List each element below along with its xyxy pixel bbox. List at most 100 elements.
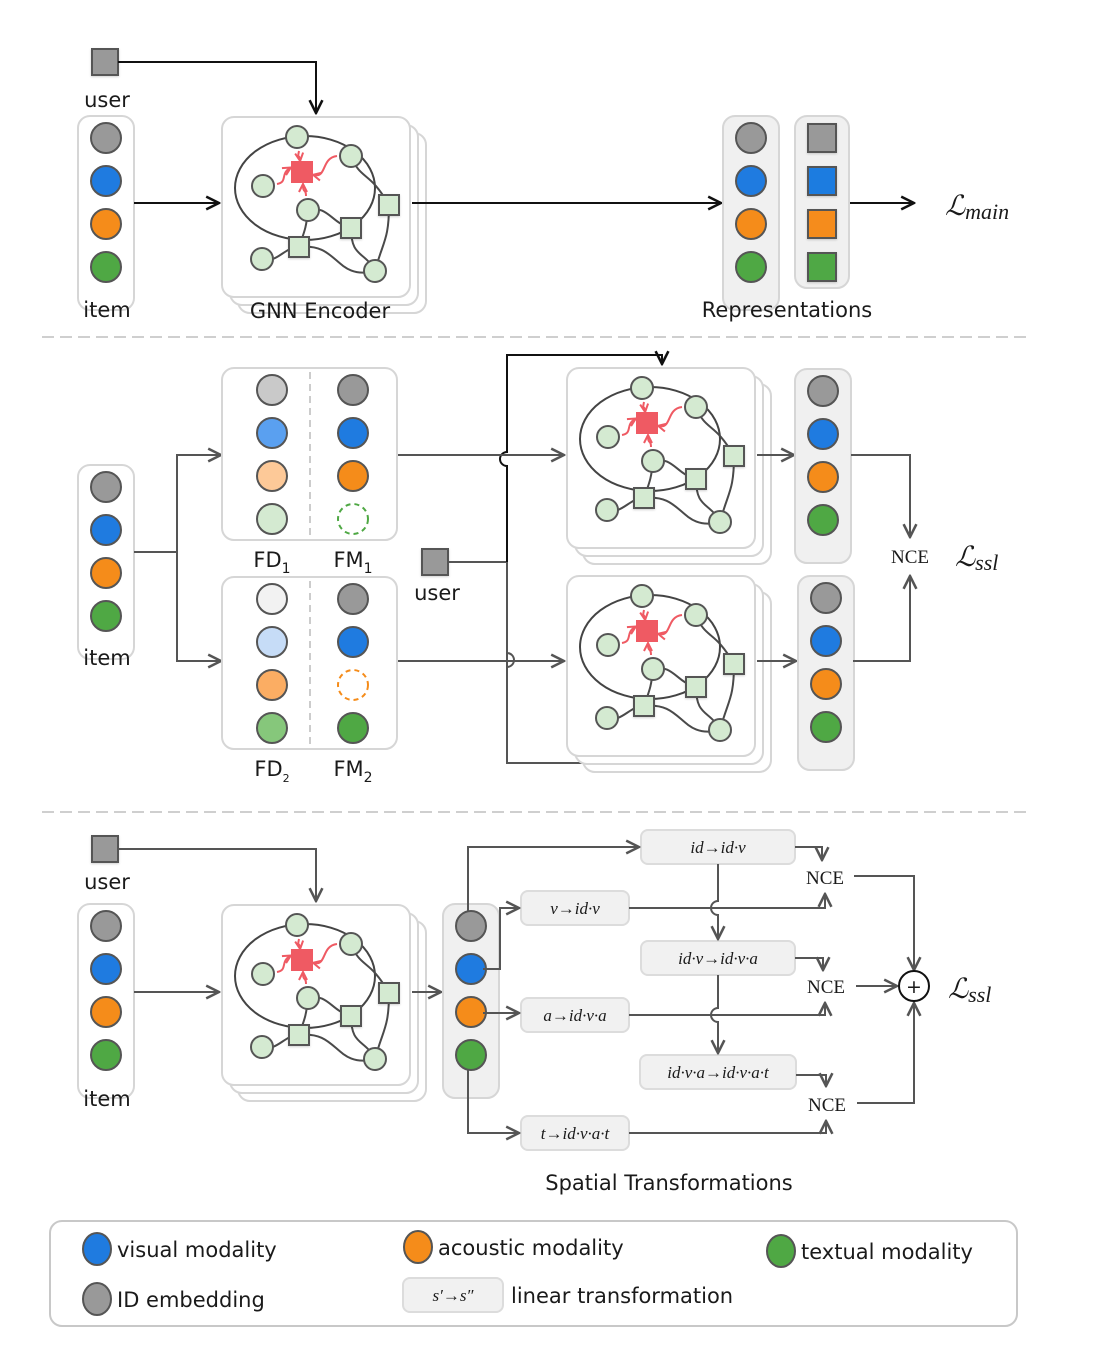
user-node bbox=[421, 548, 449, 576]
graph-item-node bbox=[630, 584, 654, 608]
linear-transformation-legend-swatch bbox=[402, 1277, 504, 1313]
graph-item-node bbox=[708, 510, 732, 534]
graph-user-node bbox=[633, 695, 655, 717]
textual-to-transform-arrow bbox=[467, 1070, 519, 1133]
item-embeddings bbox=[77, 115, 135, 311]
t-to-nce-arrow bbox=[629, 1121, 826, 1133]
graph-user-node bbox=[340, 1005, 362, 1027]
textual-modality-node bbox=[735, 251, 767, 283]
message-passing-edge bbox=[314, 943, 338, 963]
view2-representations bbox=[797, 575, 855, 771]
user-trunk-bridge bbox=[506, 562, 515, 669]
linear-transformation-label: id·v→id·v·a bbox=[678, 949, 758, 968]
nce-label: NCE bbox=[807, 977, 845, 998]
target-user-node bbox=[291, 161, 313, 183]
item-representations bbox=[722, 115, 780, 311]
nce-label: NCE bbox=[808, 1095, 846, 1116]
masked-modality-node bbox=[337, 669, 369, 701]
view2-augmentation bbox=[221, 576, 398, 750]
fm2-label: FM2 bbox=[333, 757, 372, 786]
id-legend-swatch bbox=[82, 1282, 112, 1316]
graph-item-node bbox=[285, 913, 309, 937]
user-node bbox=[91, 48, 119, 76]
visual-modality-node bbox=[455, 953, 487, 985]
feature-masking-node bbox=[337, 712, 369, 744]
target-user-node bbox=[291, 949, 313, 971]
idva-to-nce-arrow bbox=[795, 958, 823, 970]
feature-dropout-node bbox=[256, 417, 288, 449]
message-passing-edge bbox=[621, 419, 635, 436]
visual-modality-node bbox=[807, 166, 837, 196]
user-to-encoder-arrow bbox=[118, 848, 316, 901]
id-embedding-node bbox=[807, 123, 837, 153]
feature-masking-node bbox=[337, 460, 369, 492]
transform-id-v: id→id·v bbox=[640, 829, 796, 865]
id-embedding-node bbox=[90, 910, 122, 942]
graph-item-node bbox=[684, 603, 708, 627]
message-passing-edge bbox=[648, 644, 651, 656]
linear-transformation-label: id→id·v bbox=[690, 838, 746, 857]
nce-label: NCE bbox=[806, 868, 844, 889]
item-embeddings bbox=[77, 903, 135, 1099]
graph-item-node bbox=[250, 247, 274, 271]
textual-modality-node bbox=[807, 504, 839, 536]
panel-ssl-spatial-transform: useritemv→id·va→id·v·at→id·v·a·tid→id·vi… bbox=[77, 829, 991, 1195]
transform-v: v→id·v bbox=[520, 890, 630, 926]
linear-transformation-legend-label: linear transformation bbox=[511, 1284, 733, 1308]
feature-dropout-node bbox=[256, 460, 288, 492]
id-to-chain-arrow bbox=[467, 847, 639, 912]
message-passing-edge bbox=[643, 609, 645, 619]
message-passing-edge bbox=[298, 938, 300, 948]
graph-item-node bbox=[363, 259, 387, 283]
graph-item-node bbox=[595, 498, 619, 522]
fd1-label: FD1 bbox=[253, 548, 290, 577]
idvat-to-nce-arrow bbox=[796, 1075, 826, 1086]
acoustic-modality-node bbox=[90, 557, 122, 589]
graph-item-node bbox=[250, 1035, 274, 1059]
id-legend-label: ID embedding bbox=[117, 1288, 265, 1312]
gnn-encoder bbox=[221, 116, 427, 314]
feature-masking-node bbox=[337, 583, 369, 615]
message-passing-edge bbox=[621, 627, 635, 644]
graph-user-node bbox=[378, 982, 400, 1004]
visual-modality-node bbox=[735, 165, 767, 197]
message-passing-edge bbox=[314, 155, 338, 175]
target-user-node bbox=[636, 620, 658, 642]
visual-modality-node bbox=[810, 625, 842, 657]
message-passing-edge bbox=[276, 168, 290, 185]
masked-modality-node bbox=[337, 503, 369, 535]
acoustic-modality-node bbox=[90, 996, 122, 1028]
graph-item-node bbox=[708, 718, 732, 742]
message-passing-edge bbox=[303, 973, 306, 985]
textual-modality-node bbox=[90, 600, 122, 632]
graph-user-node bbox=[685, 676, 707, 698]
acoustic-modality-node bbox=[810, 668, 842, 700]
gnn-encoder bbox=[221, 904, 427, 1102]
feature-dropout-node bbox=[256, 583, 288, 615]
graph-item-node bbox=[363, 1047, 387, 1071]
feature-dropout-node bbox=[256, 712, 288, 744]
feature-dropout-node bbox=[256, 626, 288, 658]
transform-id-v-a: id·v→id·v·a bbox=[640, 940, 796, 976]
message-passing-edge bbox=[648, 436, 651, 448]
target-user-node bbox=[636, 412, 658, 434]
visual-modality-node bbox=[807, 418, 839, 450]
textual-modality-node bbox=[455, 1039, 487, 1071]
visual-legend-label: visual modality bbox=[117, 1238, 277, 1262]
user-to-encoder1-arrow bbox=[499, 355, 662, 562]
acoustic-legend-swatch bbox=[403, 1230, 433, 1264]
graph-item-node bbox=[339, 144, 363, 168]
acoustic-modality-node bbox=[735, 208, 767, 240]
linear-transformation-sample: s′→s″ bbox=[432, 1286, 474, 1305]
main-loss: ℒmain bbox=[945, 191, 1009, 224]
acoustic-modality-node bbox=[807, 209, 837, 239]
graph-item-node bbox=[595, 706, 619, 730]
visual-to-transform-arrow bbox=[483, 908, 519, 970]
nce1-to-sum-arrow bbox=[854, 875, 914, 970]
idv-to-nce-arrow bbox=[795, 846, 822, 860]
view1-augmentation-box bbox=[221, 367, 398, 541]
nce3-to-sum-arrow bbox=[857, 1003, 914, 1104]
